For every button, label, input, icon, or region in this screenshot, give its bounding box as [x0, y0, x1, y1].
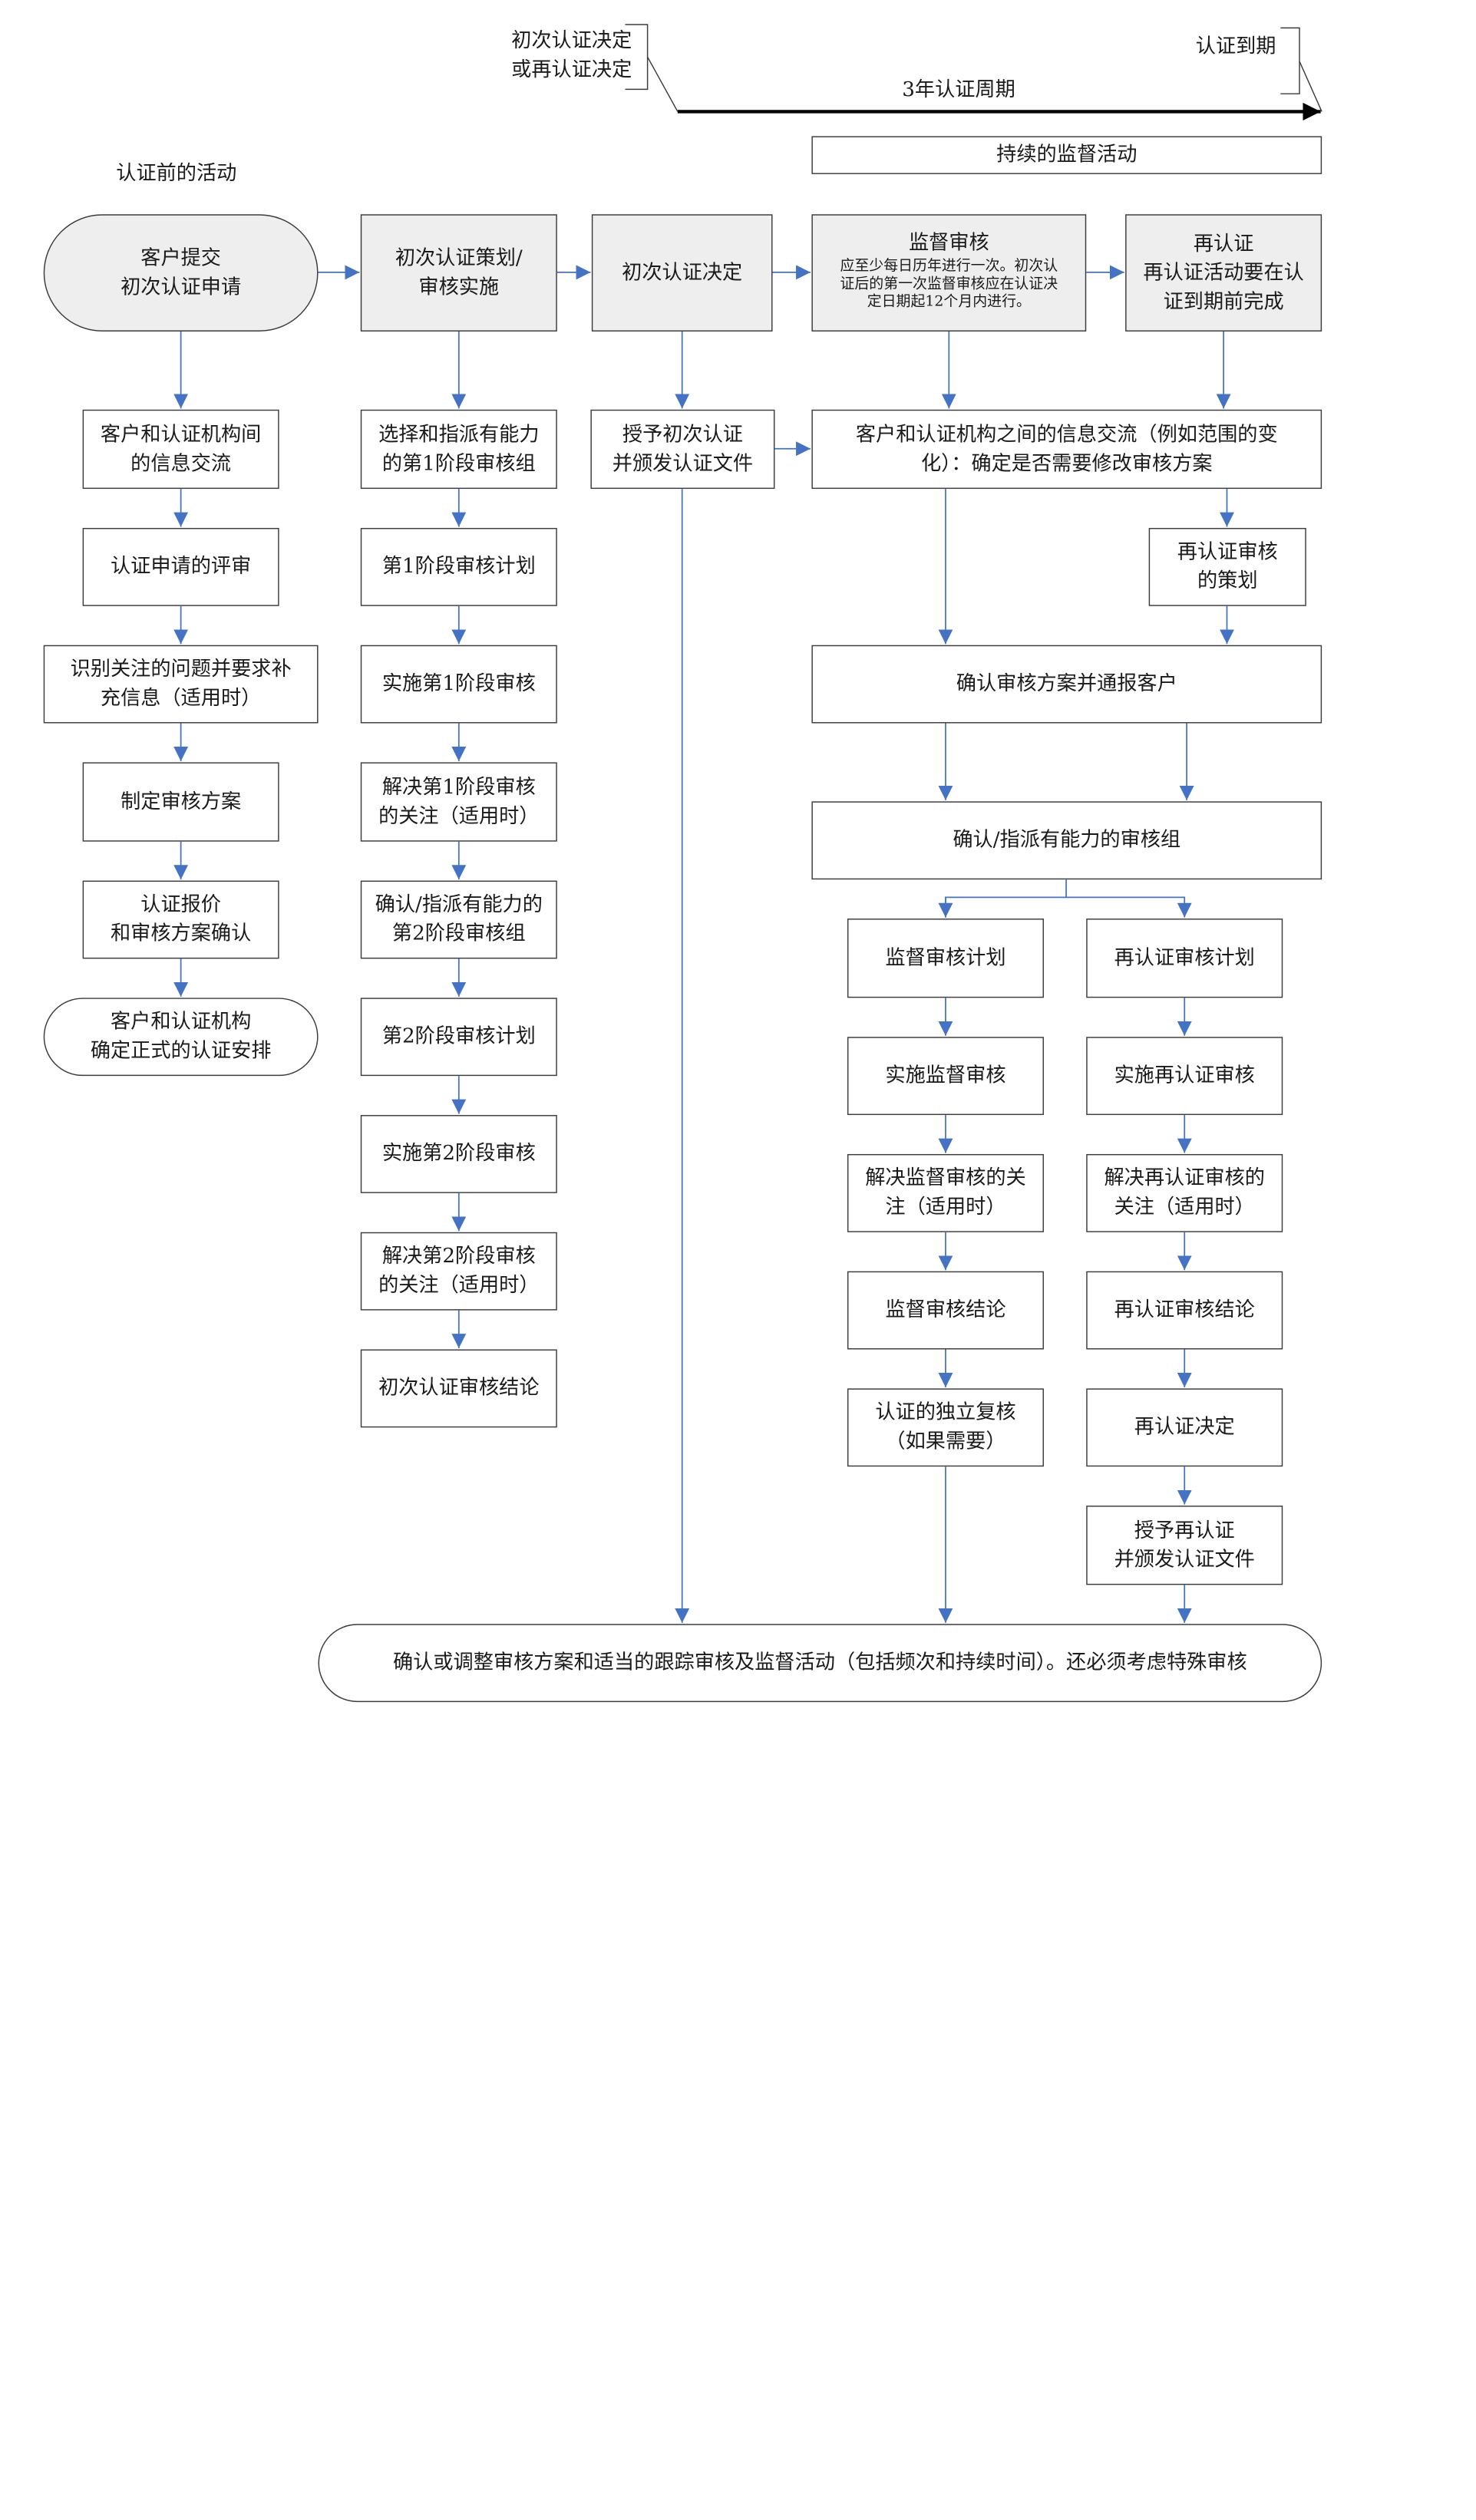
node-recert-conclusion: 再认证审核结论 [1086, 1271, 1283, 1350]
node-confirm-team: 确认/指派有能力的审核组 [811, 801, 1322, 880]
node-stage2-do: 实施第2阶段审核 [360, 1115, 557, 1193]
node-recert-audit-plan: 再认证审核计划 [1086, 919, 1283, 998]
timeline-start-label: 初次认证决定 或再认证决定 [511, 28, 632, 82]
node-stage1-do: 实施第1阶段审核 [360, 645, 557, 724]
node-recert-head: 再认证 再认证活动要在认 证到期前完成 [1125, 214, 1322, 331]
node-stage2-resolve: 解决第2阶段审核 的关注（适用时） [360, 1232, 557, 1311]
node-surv-resolve: 解决监督审核的关 注（适用时） [847, 1153, 1044, 1232]
node-select-stage1-team: 选择和指派有能力 的第1阶段审核组 [360, 409, 557, 490]
node-make-program: 制定审核方案 [82, 762, 279, 842]
node-final-adjust-program: 确认或调整审核方案和适当的跟踪审核及监督活动（包括频次和持续时间）。还必须考虑特… [318, 1624, 1322, 1703]
node-info-exchange: 客户和认证机构间 的信息交流 [82, 409, 279, 490]
node-initial-conclusion: 初次认证审核结论 [360, 1349, 557, 1428]
node-confirm-program: 确认审核方案并通报客户 [811, 645, 1322, 724]
node-identify-issues: 识别关注的问题并要求补 充信息（适用时） [43, 645, 319, 724]
surveillance-title: 监督审核 [908, 231, 989, 255]
node-grant-recert: 授予再认证 并颁发认证文件 [1086, 1506, 1283, 1585]
pre-cert-title: 认证前的活动 [116, 161, 237, 186]
node-surv-conclusion: 监督审核结论 [847, 1271, 1044, 1350]
node-formal-arrangement: 客户和认证机构 确定正式的认证安排 [43, 998, 319, 1077]
node-select-stage2-team: 确认/指派有能力的 第2阶段审核组 [360, 880, 557, 959]
end-diagonal [1299, 61, 1322, 112]
arrow-team-split [945, 879, 1184, 917]
node-grant-initial: 授予初次认证 并颁发认证文件 [590, 409, 775, 490]
node-stage1-resolve: 解决第1阶段审核 的关注（适用时） [360, 762, 557, 842]
node-apply: 客户提交 初次认证申请 [43, 214, 319, 331]
node-recert-do: 实施再认证审核 [1086, 1037, 1283, 1116]
node-independent-review: 认证的独立复核 （如果需要） [847, 1388, 1044, 1467]
timeline-end-label: 认证到期 [1195, 35, 1276, 58]
node-stage2-plan: 第2阶段审核计划 [360, 998, 557, 1077]
node-recert-resolve: 解决再认证审核的 关注（适用时） [1086, 1153, 1283, 1232]
connector-layer [173, 24, 1322, 1623]
start-diagonal [646, 56, 679, 112]
flow-arrows [173, 265, 1234, 1623]
node-recert-planning: 再认证审核 的策划 [1148, 527, 1306, 606]
node-surveillance-head: 监督审核 应至少每日历年进行一次。初次认 证后的第一次监督审核应在认证决 定日期… [811, 214, 1087, 331]
end-bracket [1280, 27, 1300, 94]
node-application-review: 认证申请的评审 [82, 527, 279, 606]
node-surv-plan: 监督审核计划 [847, 919, 1044, 998]
node-initial-decision: 初次认证决定 [591, 214, 773, 331]
surveillance-note: 应至少每日历年进行一次。初次认 证后的第一次监督审核应在认证决 定日期起12个月… [840, 257, 1058, 311]
node-initial-planning: 初次认证策划/ 审核实施 [360, 214, 557, 331]
node-recert-decision: 再认证决定 [1086, 1388, 1283, 1467]
continuous-surveillance-bar: 持续的监督活动 [811, 136, 1322, 174]
node-quote-confirm: 认证报价 和审核方案确认 [82, 880, 279, 959]
node-exchange-scope: 客户和认证机构之间的信息交流（例如范围的变 化）：确定是否需要修改审核方案 [811, 409, 1322, 490]
node-surv-do: 实施监督审核 [847, 1037, 1044, 1116]
timeline-period-label: 3年认证周期 [902, 78, 1015, 102]
node-stage1-plan: 第1阶段审核计划 [360, 527, 557, 606]
